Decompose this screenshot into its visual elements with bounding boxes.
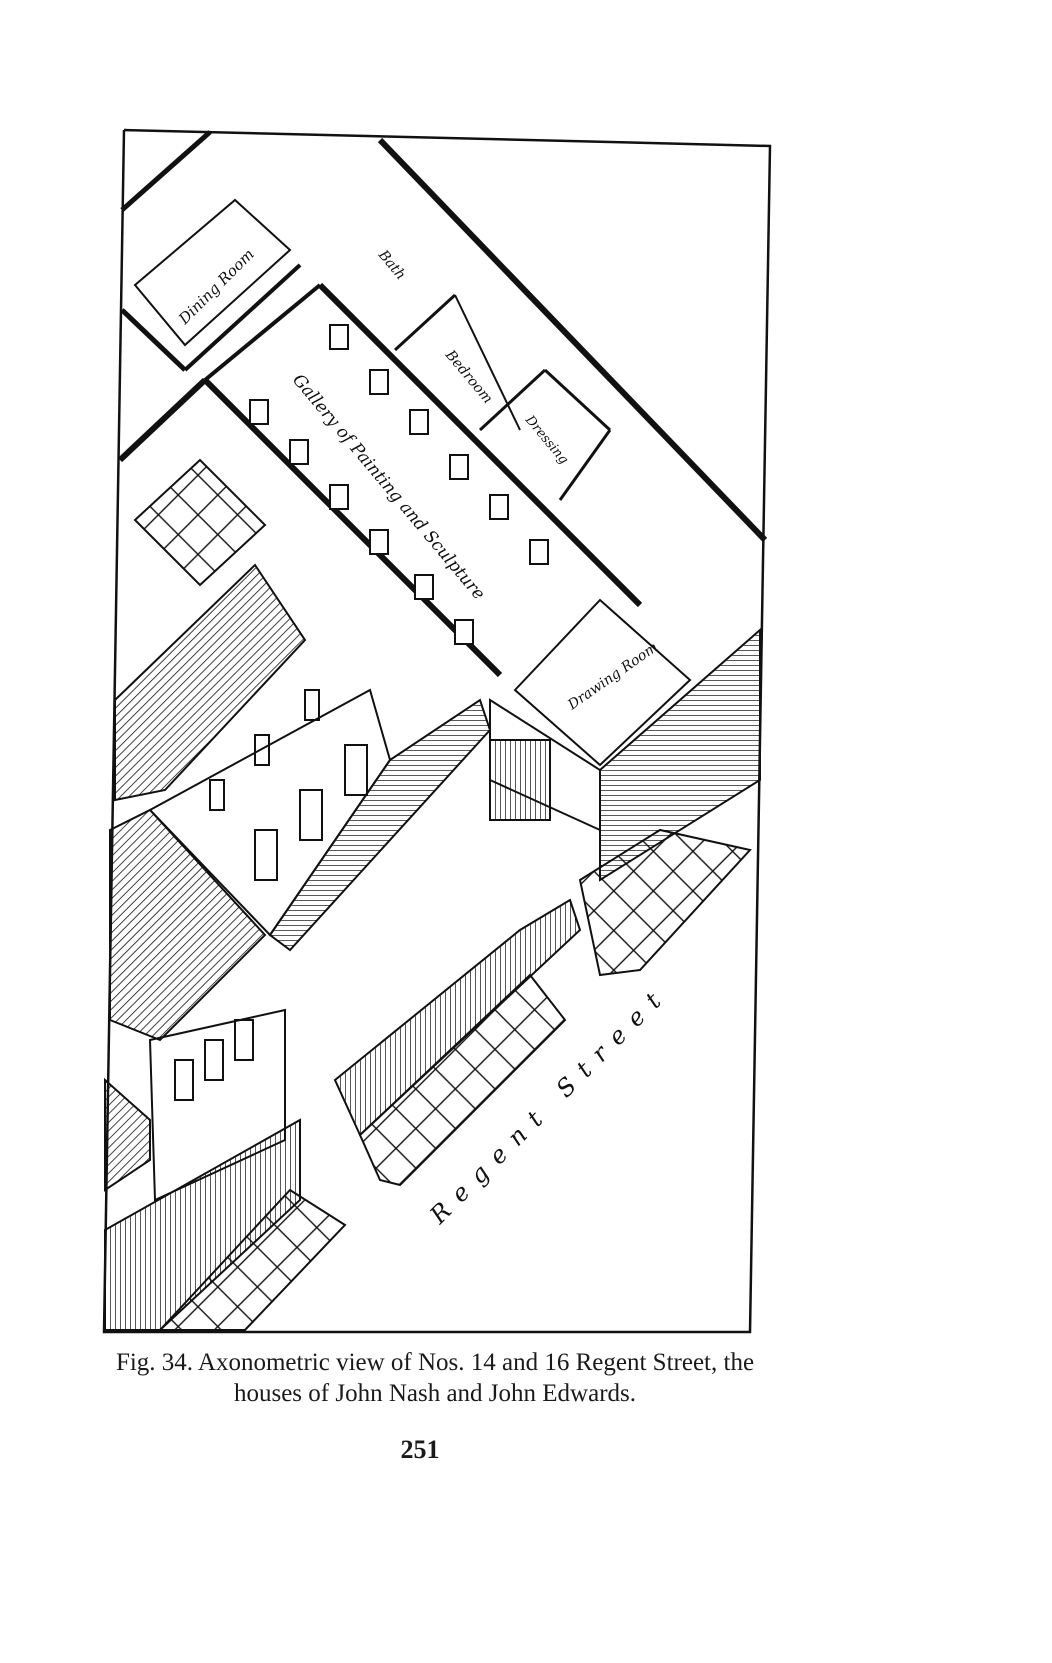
label-bath: Bath [374,247,408,284]
label-dressing: Dressing [521,412,571,467]
label-bedroom: Bedroom [441,347,495,407]
label-gallery: Gallery of Painting and Sculpture [288,370,489,604]
figure-caption-line-2: houses of John Nash and John Edwards. [233,1380,637,1407]
figure-caption-line-1: Fig. 34. Axonometric view of Nos. 14 and… [115,1349,755,1376]
drawing-lines [102,128,772,1334]
page-number: 251 [400,1435,440,1464]
label-drawing-room: Drawing Room [564,639,661,713]
